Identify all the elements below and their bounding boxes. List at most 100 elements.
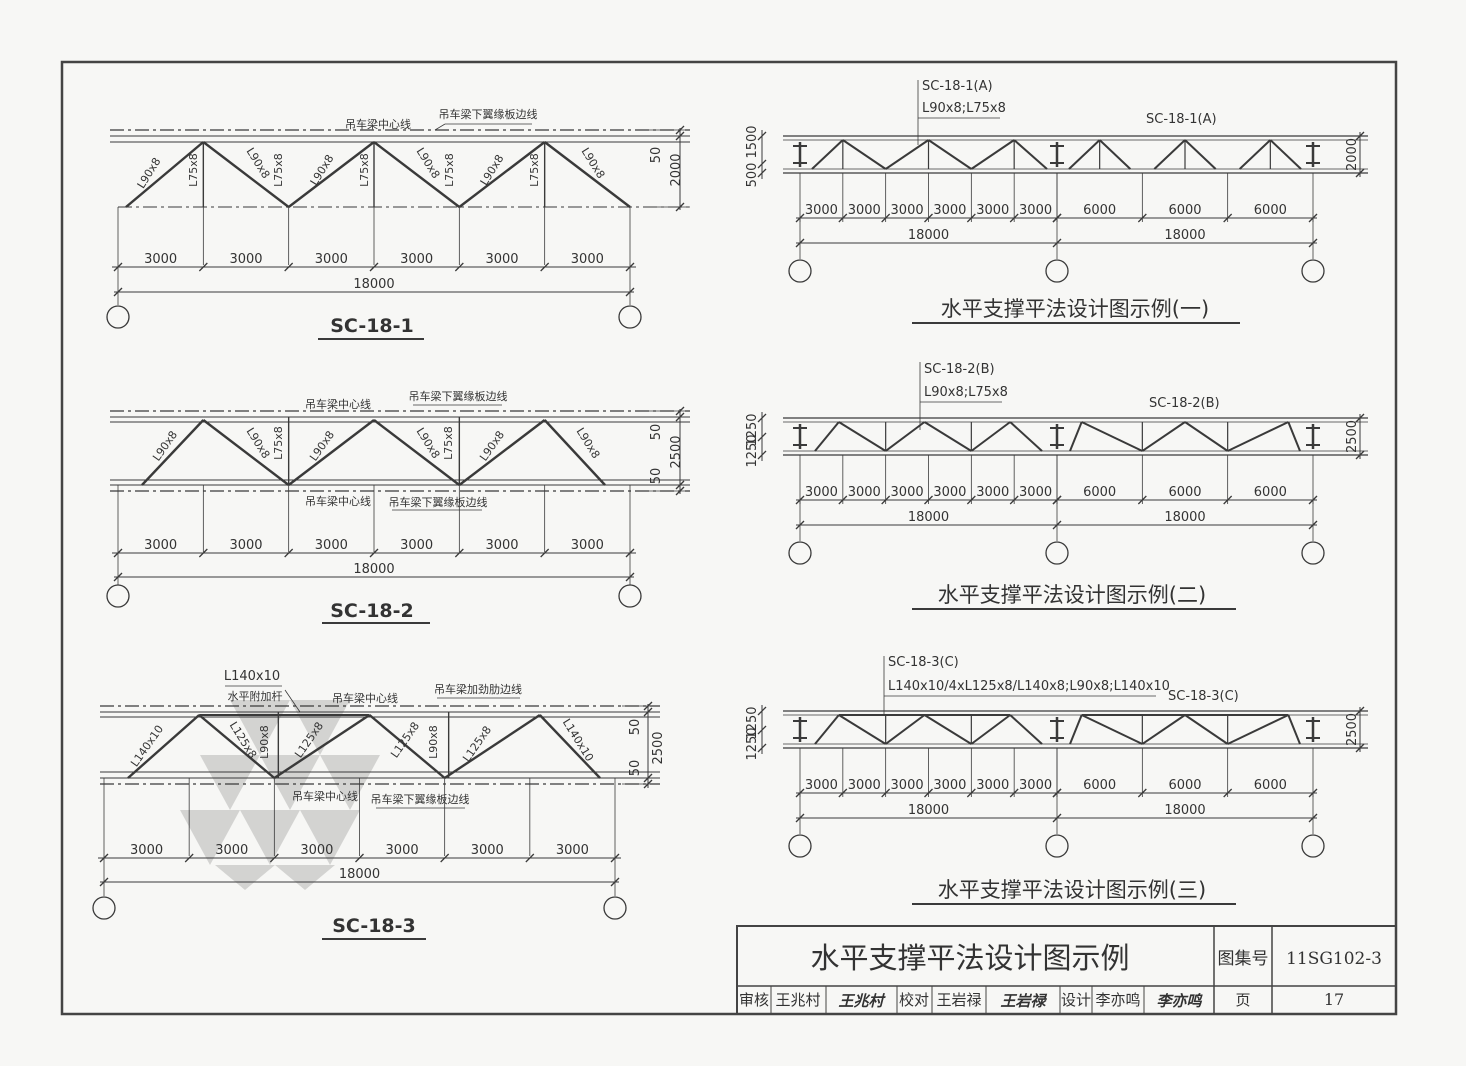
- label-flange-edge: 吊车梁下翼缘板边线: [389, 495, 488, 509]
- diagonal-member: [814, 714, 840, 745]
- diagonal-member: [1009, 421, 1043, 452]
- dim-tick: [838, 213, 848, 223]
- axis-bubble: [1045, 259, 1069, 283]
- dim-left-bottom: 1250: [745, 727, 760, 760]
- span-dim-label: 3000: [976, 778, 1009, 793]
- diagonal-member: [1184, 421, 1229, 452]
- title-block-title: 水平支撑平法设计图示例: [810, 941, 1129, 975]
- dim-tick: [1009, 213, 1019, 223]
- dim-2000: 2000: [669, 153, 684, 186]
- span-dim-label: 3000: [215, 843, 248, 858]
- bay-label: SC-18-2(B): [1149, 396, 1220, 411]
- span-dim-label: 3000: [1019, 778, 1052, 793]
- dim-tick: [1355, 706, 1365, 716]
- span-dim-label: 3000: [1019, 485, 1052, 500]
- member-label: L75x8: [528, 153, 541, 187]
- dim-tick: [757, 450, 767, 460]
- diagonal-member: [923, 421, 972, 452]
- diagonal-member: [1227, 421, 1289, 452]
- dim-tick: [966, 213, 976, 223]
- dim-tick: [454, 548, 464, 558]
- dim-left-bottom: 1250: [745, 434, 760, 467]
- diagonal-member: [127, 714, 200, 779]
- dim-tick: [1137, 788, 1147, 798]
- dim-tick: [924, 788, 933, 798]
- span-dim-label: 3000: [976, 485, 1009, 500]
- dim-2500: 2500: [669, 435, 684, 468]
- dim-tick: [440, 853, 450, 863]
- diagonal-member: [1153, 139, 1186, 170]
- dim-tick: [1009, 788, 1019, 798]
- dim-50: 50: [649, 424, 664, 441]
- axis-bubble: [788, 541, 812, 565]
- diagonal-member: [970, 421, 1011, 452]
- dim-tick: [757, 413, 767, 423]
- diagonal-member: [198, 714, 276, 779]
- member-label-top: L140x10: [224, 669, 280, 684]
- axis-bubble: [106, 584, 130, 608]
- span-dim-label: 6000: [1254, 203, 1287, 218]
- label-flange-edge: 吊车梁下翼缘板边线: [371, 792, 470, 806]
- axis-bubble: [92, 896, 116, 920]
- dim-tick: [881, 213, 891, 223]
- diagonal-member: [458, 141, 546, 208]
- example-caption: 水平支撑平法设计图示例(一): [941, 297, 1209, 321]
- diagonal-member: [1068, 139, 1101, 170]
- dim-tick: [675, 480, 685, 490]
- callout-members: L90x8;L75x8: [922, 101, 1006, 116]
- dim-tick: [1355, 168, 1365, 178]
- dim-tick: [1223, 213, 1233, 223]
- diagonal-member: [970, 139, 1015, 170]
- dim-tick: [966, 788, 976, 798]
- axis-bubble: [603, 896, 627, 920]
- label-stiffener-edge: 吊车梁加劲肋边线: [434, 682, 522, 696]
- diagonal-member: [1141, 421, 1186, 452]
- axis-bubble: [788, 259, 812, 283]
- diagram-title: SC-18-2: [330, 600, 414, 622]
- span-dim-label: 3000: [229, 538, 262, 553]
- dim-left-bottom: 500: [745, 163, 760, 188]
- span-dim-label: 3000: [315, 252, 348, 267]
- design-label: 设计: [1061, 991, 1091, 1009]
- member-label: L75x8: [272, 426, 285, 460]
- diagonal-member: [287, 419, 375, 486]
- label-centerline: 吊车梁中心线: [345, 117, 411, 131]
- bay-label: SC-18-3(C): [1168, 689, 1239, 704]
- label-flange-edge: 吊车梁下翼缘板边线: [439, 107, 538, 121]
- dim-tick: [881, 788, 891, 798]
- axis-bubble: [618, 584, 642, 608]
- axis-bubble: [788, 834, 812, 858]
- design-signature: 李亦鸣: [1156, 992, 1203, 1010]
- callout-name: SC-18-2(B): [924, 362, 995, 377]
- sheet-border: [60, 60, 1398, 1016]
- dim-left-top: 1500: [745, 125, 760, 158]
- axis-bubble: [106, 305, 130, 329]
- dim-tick: [757, 743, 767, 753]
- dim-tick: [1009, 495, 1019, 505]
- span-dim-label: 6000: [1168, 203, 1201, 218]
- dim-left-top: 1250: [745, 413, 760, 446]
- diagonal-member: [1081, 714, 1143, 745]
- dim-tick: [540, 262, 550, 272]
- dim-tick: [675, 131, 685, 141]
- diagonal-member: [885, 714, 926, 745]
- span-dim-label: 3000: [300, 843, 333, 858]
- axis-bubble: [1301, 541, 1325, 565]
- span-dim-label: 3000: [805, 778, 838, 793]
- leader-line: [434, 123, 446, 131]
- diagonal-member: [885, 139, 930, 170]
- diagonal-member: [1238, 139, 1272, 170]
- span-dim-label: 3000: [891, 485, 924, 500]
- diagonal-member: [927, 139, 972, 170]
- dim-tick: [1223, 788, 1233, 798]
- example-caption: 水平支撑平法设计图示例(三): [938, 878, 1206, 902]
- diagonal-member: [538, 714, 601, 779]
- member-label: L125x8: [460, 724, 494, 765]
- span-dim-label: 3000: [485, 538, 518, 553]
- dim-tick: [757, 168, 767, 178]
- span-dim-label: 3000: [229, 252, 262, 267]
- dim-tick: [454, 262, 464, 272]
- member-label: L90x8: [477, 428, 507, 463]
- span-dim-label: 3000: [1019, 203, 1052, 218]
